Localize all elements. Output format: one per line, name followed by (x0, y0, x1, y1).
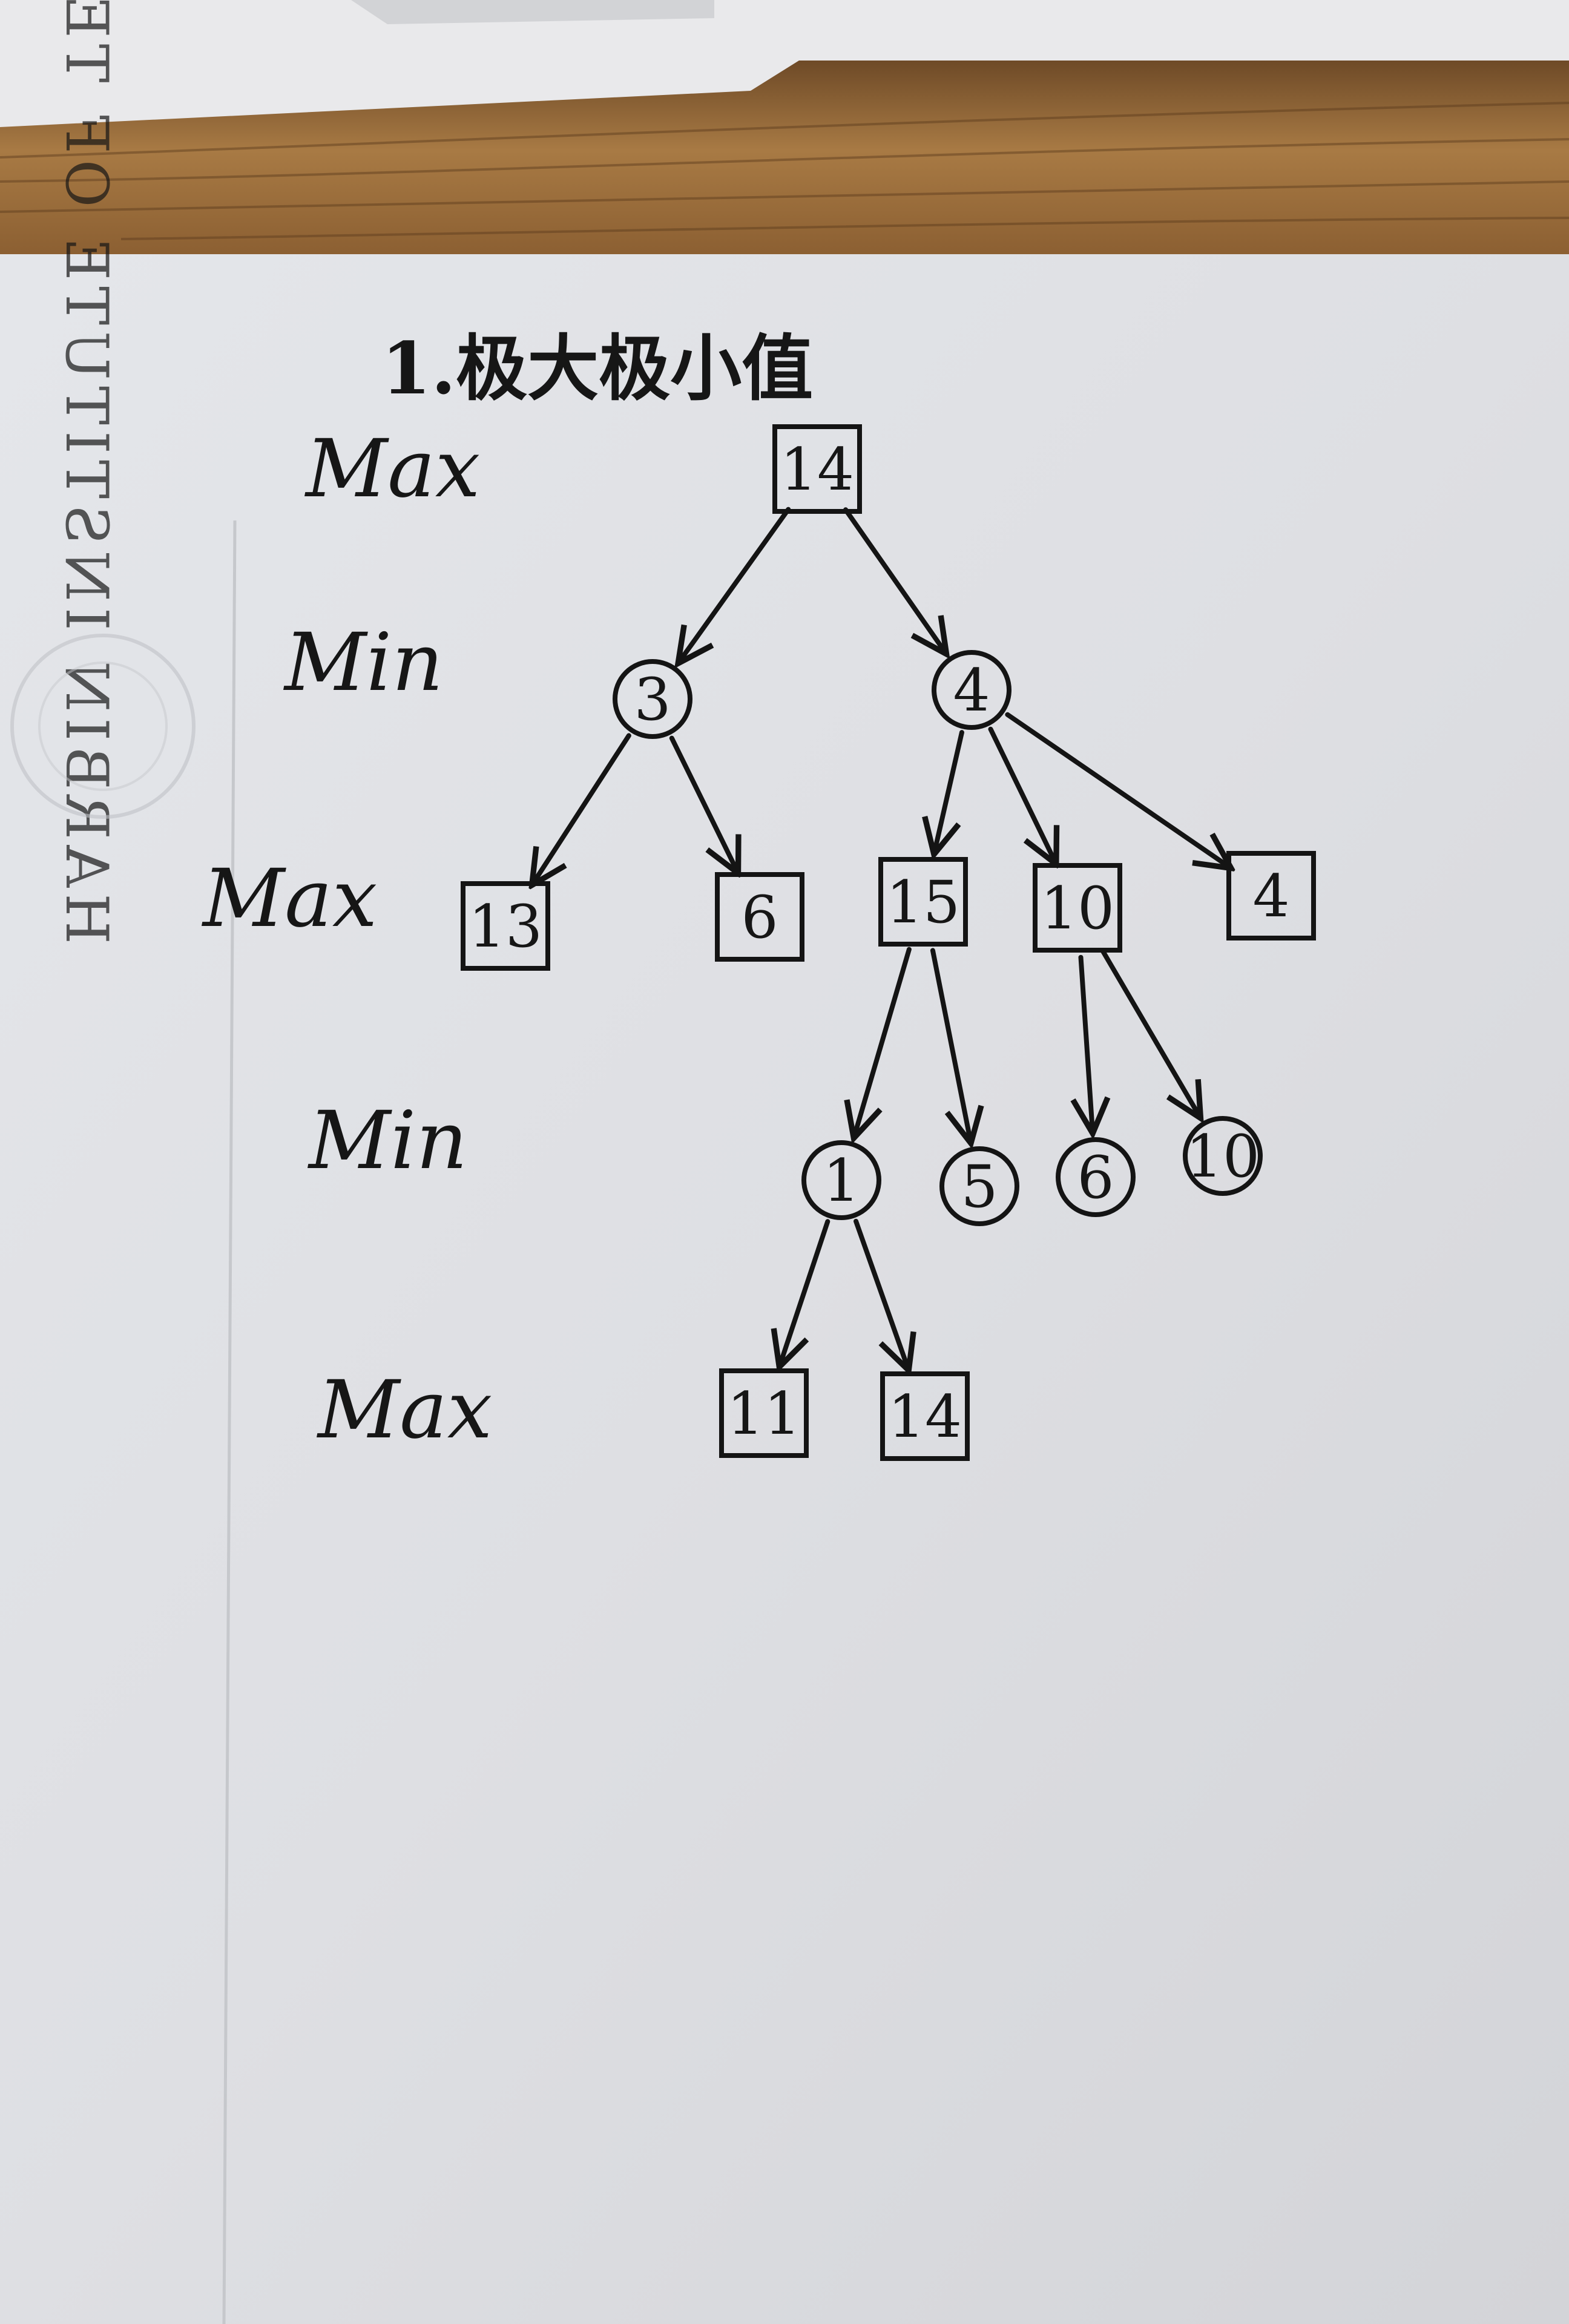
watermark-seal-inner (38, 661, 168, 791)
node-value: 14 (888, 1383, 962, 1451)
level-label-max-2: Max (202, 852, 377, 945)
edge-n5-n9 (930, 948, 970, 1141)
laptop-trim (351, 0, 714, 24)
laptop-edge (0, 0, 1569, 127)
max-node-n4: 6 (715, 872, 804, 962)
edge-n2-n5 (935, 730, 964, 852)
node-value: 3 (634, 666, 671, 734)
node-value: 10 (1186, 1123, 1260, 1190)
node-value: 4 (1252, 862, 1289, 930)
watermark-text: HARBIN INSTITUTE OF TECHNOLOGY (53, 0, 120, 944)
max-node-n12: 11 (719, 1368, 809, 1458)
node-box (461, 881, 550, 971)
edge-n6-n10 (1081, 954, 1093, 1131)
watermark-seal (10, 634, 196, 819)
min-node-n11: 10 (1183, 1116, 1263, 1196)
wood-table (0, 61, 1569, 260)
max-node-n0: 14 (772, 424, 862, 514)
paper-sheet (0, 254, 1569, 2324)
watermark-bleed: HARBIN INSTITUTE OF TECHNOLOGY (53, 0, 120, 944)
node-value: 5 (961, 1153, 998, 1221)
node-box (1033, 863, 1122, 953)
min-node-n1: 3 (613, 659, 692, 739)
edge-n2-n6 (988, 726, 1055, 862)
node-value: 14 (780, 436, 854, 504)
wood-grain (0, 102, 1569, 240)
node-value: 6 (1077, 1144, 1114, 1212)
edge-n0-n1 (679, 507, 791, 662)
edge-n1-n4 (669, 735, 737, 872)
level-label-max-4: Max (317, 1364, 492, 1457)
node-circle (1056, 1137, 1136, 1217)
max-node-n5: 15 (878, 857, 968, 947)
title: 1.极大极小值 (381, 326, 813, 410)
edge-n1-n3 (533, 733, 631, 883)
node-value: 10 (1041, 875, 1114, 942)
level-label-max-0: Max (304, 422, 480, 516)
node-value: 1 (823, 1147, 860, 1215)
node-value: 4 (953, 657, 990, 724)
node-circle (932, 650, 1011, 730)
node-circle (939, 1146, 1019, 1226)
min-node-n8: 1 (801, 1140, 881, 1220)
edge-n2-n7 (1005, 712, 1229, 867)
level-label-min-3: Min (308, 1094, 467, 1187)
node-circle (1183, 1116, 1263, 1196)
max-node-n6: 10 (1033, 863, 1122, 953)
min-node-n9: 5 (939, 1146, 1019, 1226)
min-node-n10: 6 (1056, 1137, 1136, 1217)
node-value: 11 (727, 1380, 801, 1448)
node-box (719, 1368, 809, 1458)
node-box (772, 424, 862, 514)
node-box (878, 857, 968, 947)
node-box (715, 872, 804, 962)
edge-n8-n12 (780, 1219, 831, 1365)
tree-edges (533, 507, 1229, 1368)
edge-n8-n13 (854, 1218, 908, 1368)
min-node-n2: 4 (932, 650, 1011, 730)
margin-line (222, 520, 237, 2324)
edge-n0-n2 (843, 507, 946, 652)
edge-n6-n11 (1100, 948, 1199, 1117)
node-value: 15 (886, 868, 960, 936)
node-circle (613, 659, 692, 739)
node-value: 13 (469, 893, 542, 960)
max-node-n7: 4 (1226, 851, 1316, 940)
node-circle (801, 1140, 881, 1220)
max-node-n13: 14 (880, 1371, 970, 1461)
level-label-min-1: Min (283, 616, 443, 709)
edge-n5-n8 (854, 947, 912, 1136)
node-value: 6 (741, 884, 778, 951)
max-node-n3: 13 (461, 881, 550, 971)
node-box (880, 1371, 970, 1461)
node-box (1226, 851, 1316, 940)
